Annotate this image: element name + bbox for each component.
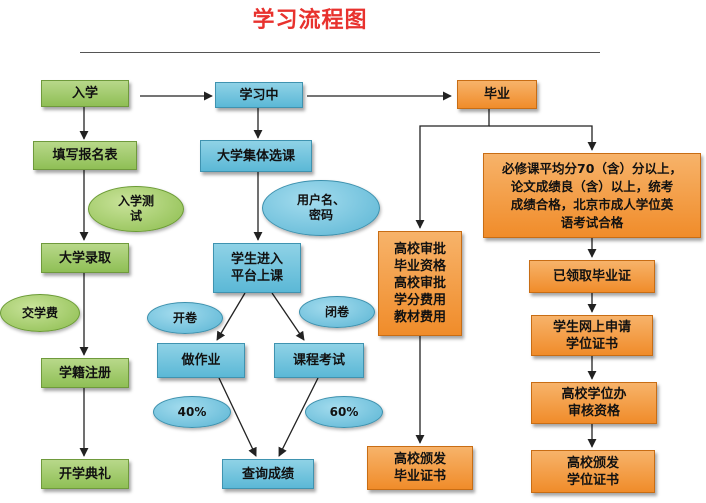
node-apply-degree: 学生网上申请 学位证书 xyxy=(531,315,653,356)
node-entrance-test: 入学测 试 xyxy=(88,186,184,232)
arrow-graduate-split xyxy=(415,109,490,229)
arrow-exam-to-scores xyxy=(278,377,319,457)
node-opening: 开学典礼 xyxy=(41,459,129,489)
node-degree-office-review: 高校学位办 审核资格 xyxy=(531,382,657,424)
node-pct-60: 60% xyxy=(305,396,383,428)
arrow-platform-to-homework xyxy=(216,292,246,341)
node-homework: 做作业 xyxy=(157,343,245,378)
node-registration: 学籍注册 xyxy=(41,358,129,388)
title-divider xyxy=(80,52,600,53)
node-school-issue-degree: 高校颁发 学位证书 xyxy=(531,450,655,493)
node-pct-40: 40% xyxy=(153,396,231,428)
node-got-diploma: 已领取毕业证 xyxy=(529,260,655,293)
node-studying: 学习中 xyxy=(215,82,303,108)
node-school-review: 高校审批 毕业资格 高校审批 学分费用 教材费用 xyxy=(378,231,462,336)
node-credentials: 用户名、 密码 xyxy=(262,180,380,236)
arrow-platform-to-exam xyxy=(271,292,305,341)
node-open-book: 开卷 xyxy=(147,302,223,334)
page-title: 学习流程图 xyxy=(252,8,368,33)
node-pay-fee: 交学费 xyxy=(0,294,80,332)
node-course-exam: 课程考试 xyxy=(274,343,364,378)
node-closed-book: 闭卷 xyxy=(299,296,375,328)
node-admission: 大学录取 xyxy=(41,243,129,273)
node-fill-form: 填写报名表 xyxy=(33,141,137,170)
node-check-scores: 查询成绩 xyxy=(222,459,314,489)
node-graduate: 毕业 xyxy=(457,80,537,109)
arrow-graduate-to-requirements xyxy=(489,125,597,151)
node-enroll: 入学 xyxy=(41,80,129,107)
arrow-homework-to-scores xyxy=(218,377,257,457)
node-course-selection: 大学集体选课 xyxy=(200,140,312,172)
node-requirements: 必修课平均分70（含）分以上， 论文成绩良（含）以上，统考 成绩合格，北京市成人… xyxy=(483,153,701,238)
node-enter-platform: 学生进入 平台上课 xyxy=(213,243,301,293)
node-school-issue-diploma: 高校颁发 毕业证书 xyxy=(367,446,473,490)
